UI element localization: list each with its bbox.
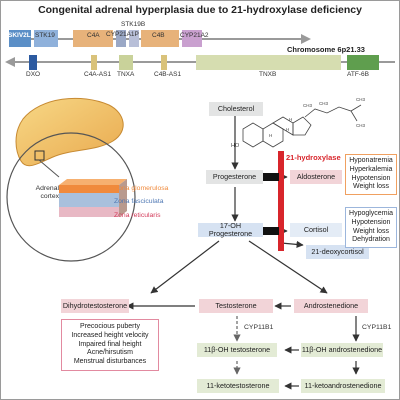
gene-label-atf6b: ATF-6B bbox=[347, 71, 369, 78]
hydrogen-1: H bbox=[269, 133, 272, 138]
cyp11b1-label-left: CYP11B1 bbox=[244, 324, 274, 331]
gene-stk19 bbox=[34, 30, 58, 47]
zone-glomerulosa-layer bbox=[59, 185, 119, 193]
zone-fasciculata-label: Zona fasciculata bbox=[114, 198, 164, 205]
aldosterone-box: Aldosterone bbox=[290, 170, 342, 184]
enzyme-label: 21-hydroxylase bbox=[286, 153, 341, 162]
gene-label-skiv2l: SKIV2L bbox=[8, 32, 31, 39]
adrenal-gland bbox=[15, 97, 124, 167]
gene-label-tnxb: TNXB bbox=[259, 71, 277, 78]
hydrogen-3: H bbox=[289, 117, 292, 122]
diagram-title: Congenital adrenal hyperplasia due to 21… bbox=[38, 4, 362, 16]
gene-dxo bbox=[29, 55, 37, 70]
gene-tnxb bbox=[196, 55, 341, 70]
block-aldosterone bbox=[263, 173, 279, 181]
androgen-symptom: Increased height velocity bbox=[71, 331, 149, 339]
ohtestosterone-box: 11β-OH testosterone bbox=[197, 343, 277, 357]
progesterone-box: Progesterone bbox=[206, 170, 263, 184]
gene-label-c4b-as1: C4B-AS1 bbox=[154, 71, 182, 78]
aldo-symptom: Hypotension bbox=[351, 174, 391, 182]
cortisol-symptom: Hypotension bbox=[351, 218, 391, 226]
androgen-symptom: Impaired final height bbox=[78, 340, 142, 348]
androstenedione-box: Androstenedione bbox=[294, 299, 368, 313]
ketotestosterone-box: 11-ketotestosterone bbox=[197, 379, 279, 393]
aldo-symptom: Hyperkalemia bbox=[349, 165, 393, 173]
testosterone-box: Testosterone bbox=[199, 299, 273, 313]
gene-atf6b bbox=[347, 55, 379, 70]
block-cortisol bbox=[263, 227, 279, 235]
cyp11b1-label-right: CYP11B1 bbox=[362, 324, 392, 331]
gene-label-c4a-as1: C4A-AS1 bbox=[84, 71, 112, 78]
gene-skiv2l bbox=[9, 30, 31, 47]
gene-label-c4b: C4B bbox=[152, 32, 165, 39]
deoxycortisol-box: 21-deoxycortisol bbox=[306, 245, 369, 259]
gene-tnxa bbox=[119, 55, 133, 70]
gene-stk19b bbox=[129, 30, 139, 47]
zone-reticularis-label: Zona reticularis bbox=[114, 212, 161, 219]
gene-c4b bbox=[141, 30, 179, 47]
gene-cyp21a2 bbox=[182, 30, 202, 47]
hydrogen-2: H bbox=[286, 127, 289, 132]
dht-box: Dihydrotestosterone bbox=[61, 299, 129, 313]
aldo-symptom: Hyponatremia bbox=[349, 157, 393, 164]
enzyme-bar bbox=[278, 151, 284, 251]
cortisol-symptom: Weight loss bbox=[352, 227, 390, 235]
zone-fasciculata-layer bbox=[59, 193, 119, 207]
gene-label-cyp21a1p: CYP21A1P bbox=[106, 31, 139, 38]
methyl-1: CH3 bbox=[303, 103, 312, 108]
aldosterone-deficit-list: Hyponatremia Hyperkalemia Hypotension We… bbox=[345, 154, 397, 195]
gene-label-stk19b: STK19B bbox=[121, 21, 146, 28]
gene-label-stk19: STK19 bbox=[35, 32, 55, 39]
gene-c4a bbox=[73, 30, 113, 47]
methyl-4: CH3 bbox=[356, 123, 365, 128]
methyl-3: CH3 bbox=[356, 97, 365, 102]
cortisol-symptom: Dehydration bbox=[352, 236, 390, 244]
ketoandrostenedione-box: 11-ketoandrostenedione bbox=[301, 379, 385, 393]
gene-label-tnxa: TNXA bbox=[117, 71, 135, 78]
cortisol-symptom: Hypoglycemia bbox=[349, 210, 393, 217]
cholesterol-box: Cholesterol bbox=[209, 102, 263, 116]
gene-c4a-as1 bbox=[91, 55, 97, 70]
methyl-2: CH3 bbox=[319, 101, 328, 106]
ohandrostenedione-box: 11β-OH androstenedione bbox=[301, 343, 383, 357]
androgen-excess-list: Precocious puberty Increased height velo… bbox=[61, 319, 159, 371]
zone-glomerulosa-label: Zona glomerulosa bbox=[114, 185, 169, 192]
aldo-symptom: Weight loss bbox=[352, 183, 390, 191]
cortisol-box: Cortisol bbox=[290, 223, 342, 237]
chromosome-label: Chromosome 6p21.33 bbox=[287, 45, 365, 54]
cortisol-deficit-list: Hypoglycemia Hypotension Weight loss Deh… bbox=[345, 207, 397, 248]
zone-reticularis-layer bbox=[59, 207, 119, 217]
gene-label-c4a: C4A bbox=[87, 32, 100, 39]
gene-label-dxo: DXO bbox=[26, 71, 41, 78]
gene-c4b-as1 bbox=[161, 55, 167, 70]
androgen-symptom: Acne/hirsutism bbox=[87, 349, 133, 357]
gene-cyp21a1p bbox=[116, 30, 126, 47]
gene-label-cyp21a2: CYP21A2 bbox=[180, 32, 209, 39]
androgen-symptom: Precocious puberty bbox=[80, 323, 140, 330]
ohp17-box: 17-OH Progesterone bbox=[198, 222, 263, 237]
androgen-symptom: Menstrual disturbances bbox=[73, 358, 147, 365]
adrenal-cortex-label: Adrenal cortex bbox=[35, 185, 59, 200]
magnifier-circle bbox=[6, 132, 136, 262]
